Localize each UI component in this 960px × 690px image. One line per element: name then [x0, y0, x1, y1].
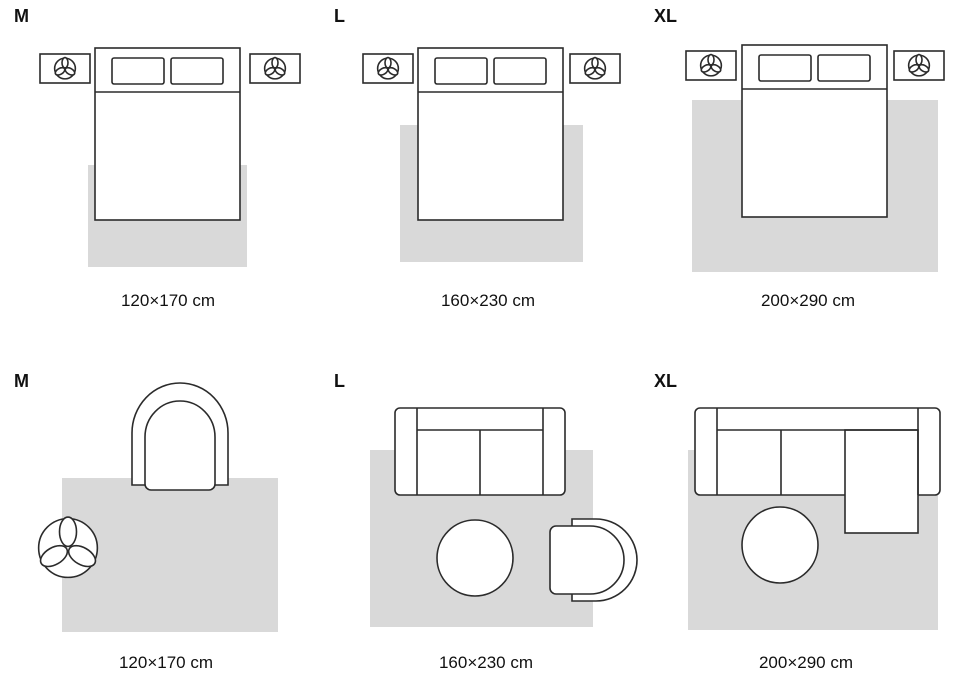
living-diagram-l [370, 407, 638, 627]
nightstand-right [250, 54, 300, 83]
dimension-caption: 120×170 cm [120, 291, 216, 310]
bedroom-diagram-l [320, 47, 640, 262]
living-diagram-m [35, 382, 278, 632]
sofa-chaise [844, 429, 919, 534]
rug [62, 478, 278, 632]
nightstand-right [570, 54, 620, 83]
bedroom-diagram-m [0, 47, 320, 267]
bed [417, 47, 564, 221]
size-label: L [334, 6, 345, 26]
living-diagram-xl [688, 407, 941, 630]
armchair [549, 518, 638, 602]
armchair-seat [144, 400, 216, 491]
armchair-seat [549, 525, 625, 595]
dimension-caption: 160×230 cm [438, 653, 534, 672]
size-label: XL [654, 6, 678, 26]
panel-living-m: M 120×170 cm [0, 345, 320, 690]
armchair [131, 382, 229, 491]
pouf [436, 519, 514, 597]
panel-bedroom-l: L 160×230 cm [320, 0, 640, 345]
sofa [394, 407, 566, 496]
nightstand-left [686, 51, 736, 80]
size-label: L [334, 371, 345, 391]
size-label: XL [654, 371, 678, 391]
panel-bedroom-xl: XL 200×290 cm [640, 0, 960, 345]
nightstand-left [40, 54, 90, 83]
size-label: M [14, 6, 29, 26]
nightstand-right [894, 51, 944, 80]
dimension-caption: 200×290 cm [758, 653, 854, 672]
size-label: M [14, 371, 29, 391]
bed [741, 44, 888, 218]
dimension-caption: 160×230 cm [440, 291, 536, 310]
pouf [741, 506, 819, 584]
panel-living-xl: XL 200×290 cm [640, 345, 960, 690]
sectional-sofa [694, 407, 941, 534]
nightstand-left [363, 54, 413, 83]
dimension-caption: 200×290 cm [760, 291, 856, 310]
bed [94, 47, 241, 221]
bedroom-diagram-xl [640, 44, 960, 272]
panel-bedroom-m: M 120×170 cm [0, 0, 320, 345]
panel-living-l: L 160×230 cm [320, 345, 640, 690]
dimension-caption: 120×170 cm [118, 653, 214, 672]
